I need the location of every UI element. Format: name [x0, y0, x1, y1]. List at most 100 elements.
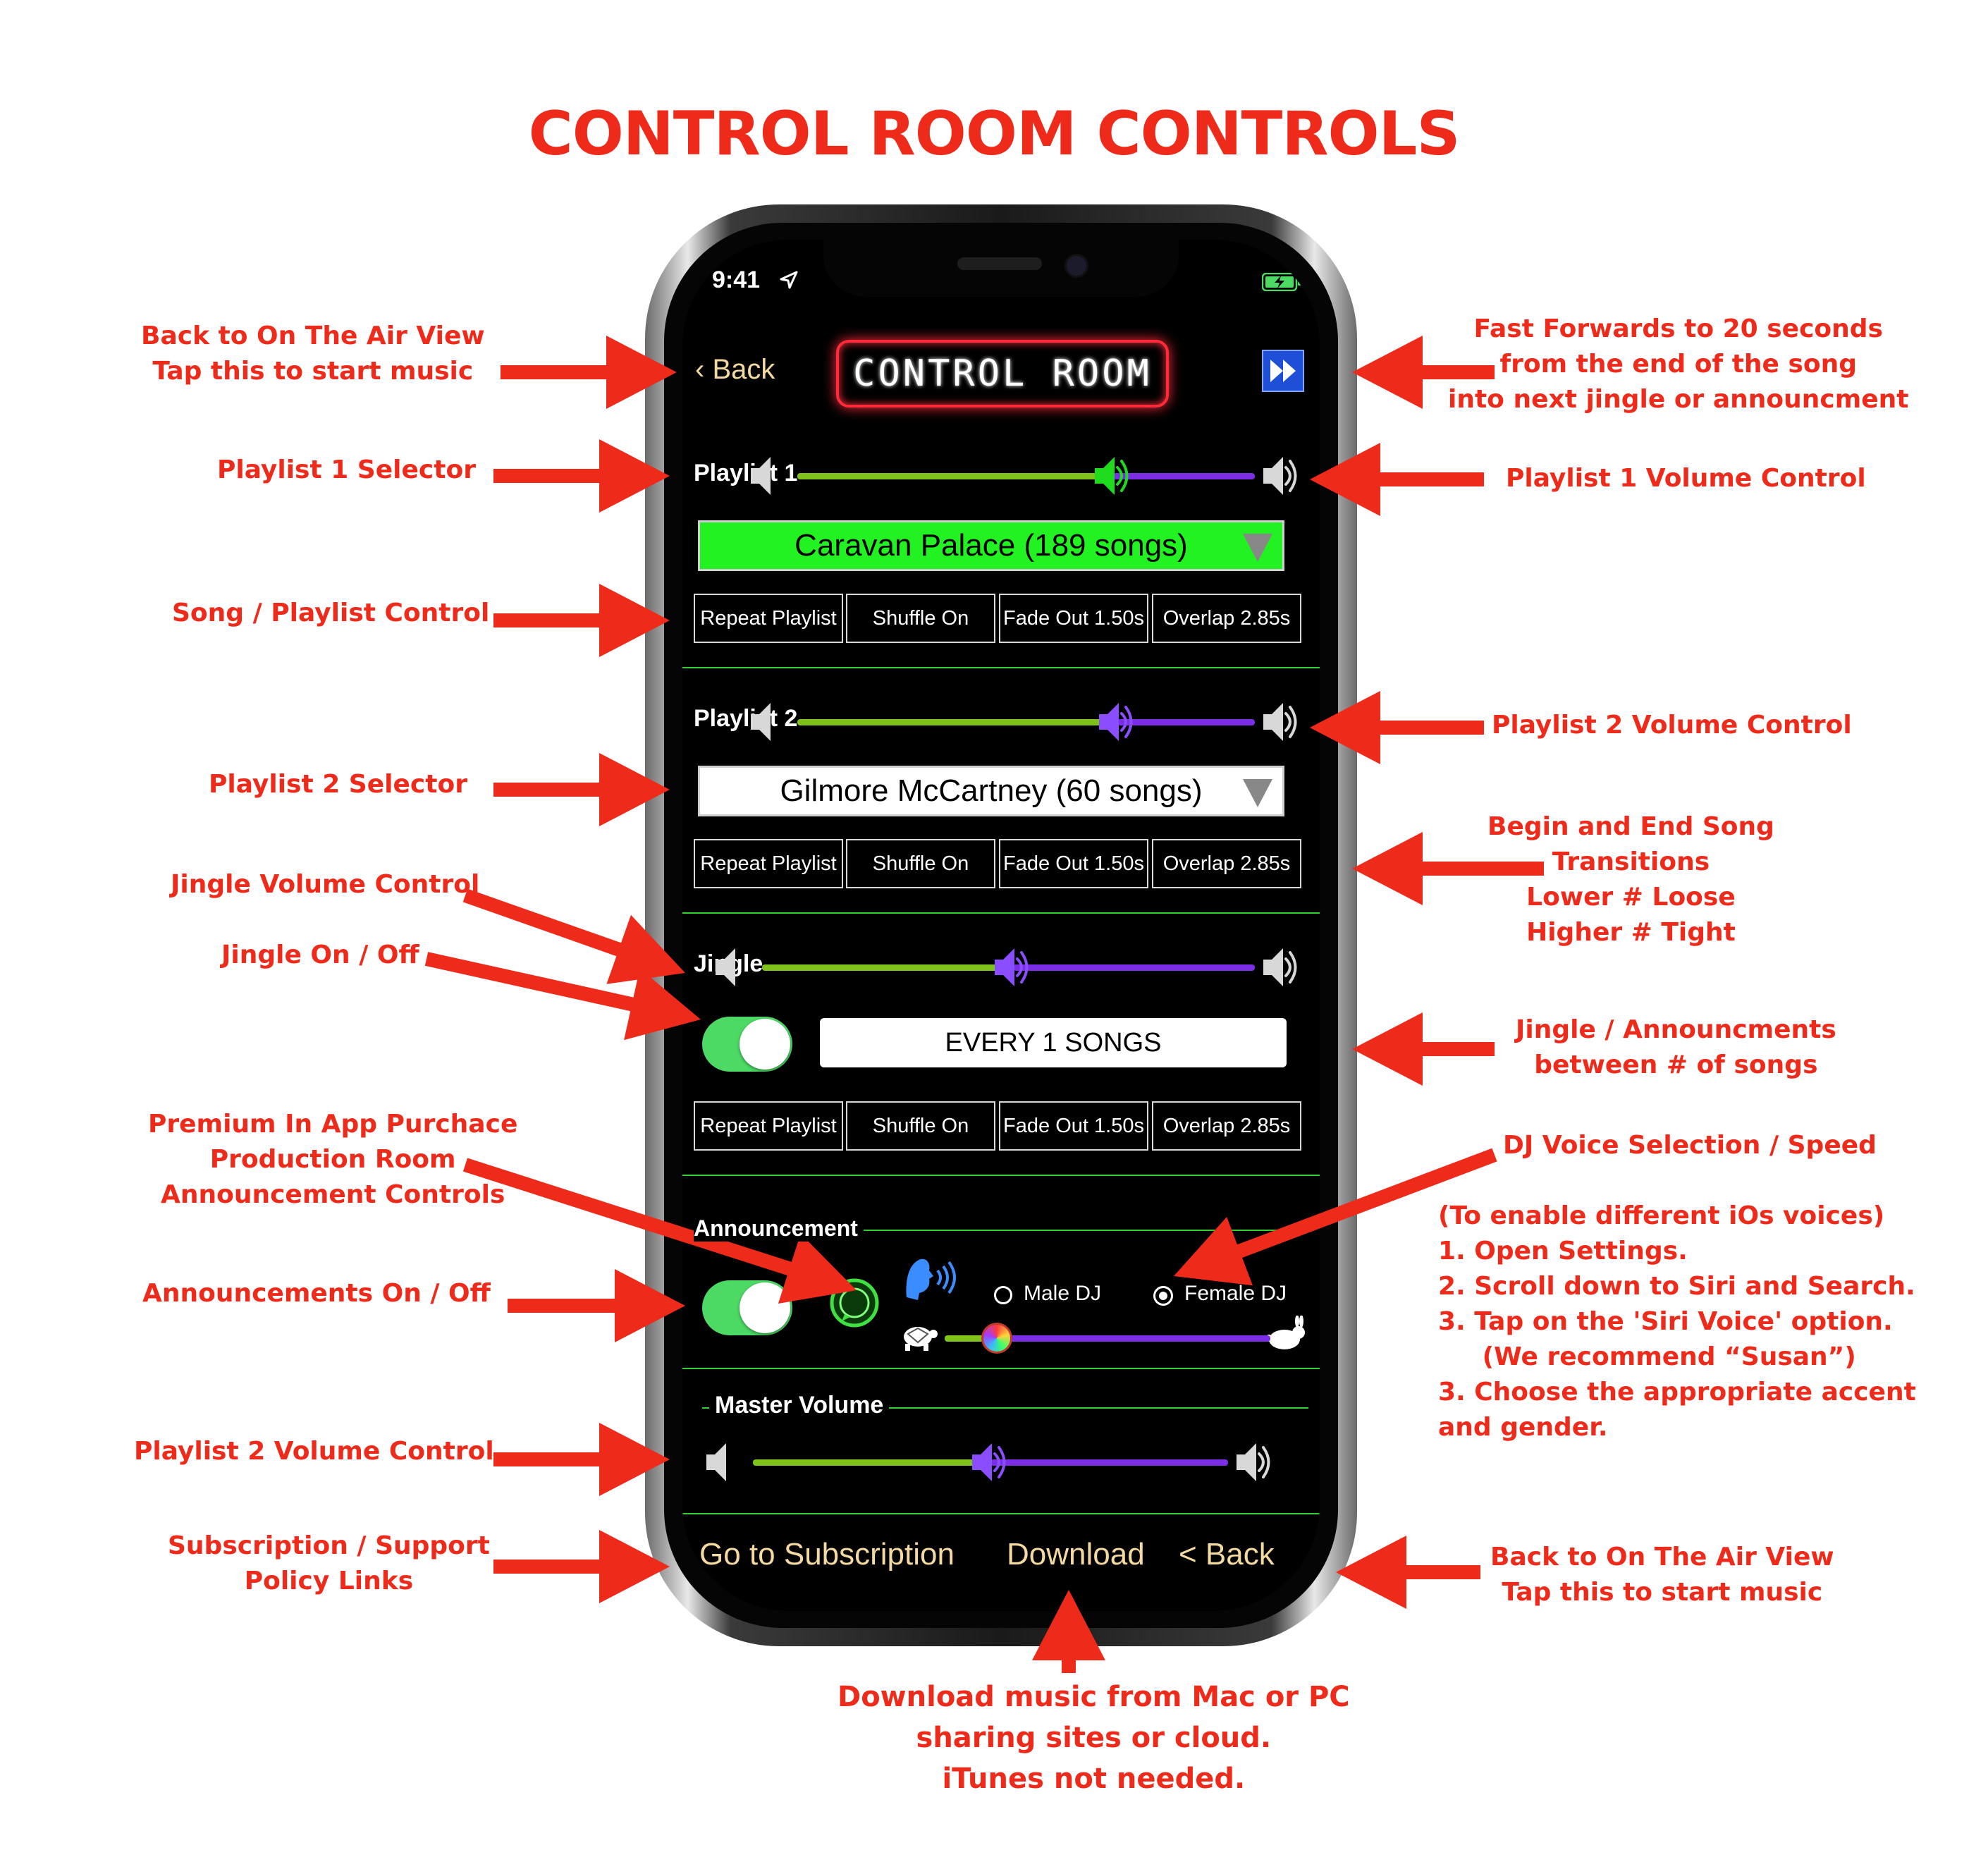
playlist1-selection: Caravan Palace (189 songs) — [794, 528, 1188, 563]
annotation-arrow — [501, 336, 677, 409]
playlist2-repeat-button[interactable]: Repeat Playlist — [694, 839, 843, 888]
female-dj-radio[interactable] — [1153, 1286, 1173, 1306]
section-divider — [682, 1368, 1320, 1369]
section-divider — [682, 1175, 1320, 1176]
jingle-repeat-button[interactable]: Repeat Playlist — [694, 1101, 843, 1151]
annotation-song-playlist-control: Song / Playlist Control — [172, 599, 490, 627]
announcement-toggle[interactable] — [702, 1280, 792, 1335]
back-button[interactable]: ‹ Back — [695, 354, 775, 385]
annotation-playlist1-selector: Playlist 1 Selector — [217, 455, 476, 484]
annotation-jingle-between: Jingle / Announcments between # of songs — [1516, 1015, 1836, 1079]
volume-max-icon — [1263, 703, 1297, 741]
fast-forward-button[interactable] — [1262, 350, 1304, 392]
jingle-overlap-button[interactable]: Overlap 2.85s — [1152, 1101, 1301, 1151]
phone-screen: 9:41 ‹ Back CONTROL ROOM Playlist 1 Cara… — [682, 240, 1320, 1611]
annotation-arrow — [1352, 1012, 1495, 1086]
dropdown-triangle-icon — [1243, 779, 1272, 807]
annotation-arrow — [1310, 443, 1484, 516]
volume-min-icon — [751, 703, 771, 741]
annotation-dj-voice: DJ Voice Selection / Speed — [1503, 1131, 1877, 1160]
fast-forward-icon — [1270, 360, 1296, 382]
annotation-arrow — [462, 888, 685, 984]
volume-min-icon — [706, 1443, 726, 1481]
slider-track-filled — [753, 1459, 990, 1466]
annotation-arrow — [1352, 832, 1544, 905]
section-divider — [682, 1513, 1320, 1514]
slider-track-filled — [797, 473, 1113, 479]
battery-charging-icon — [1262, 273, 1301, 291]
control-room-title-sign: CONTROL ROOM — [836, 340, 1169, 408]
volume-max-icon — [1263, 948, 1297, 986]
playlist1-selector[interactable]: Caravan Palace (189 songs) — [698, 520, 1284, 571]
female-dj-label: Female DJ — [1184, 1282, 1287, 1305]
download-link[interactable]: Download — [1007, 1537, 1145, 1572]
volume-max-icon — [1263, 457, 1297, 495]
annotation-arrow — [508, 1269, 685, 1342]
slider-track-filled — [762, 964, 1014, 971]
announcement-frame-line — [694, 1230, 1308, 1231]
annotation-arrow — [1352, 336, 1495, 409]
location-icon — [780, 271, 798, 289]
dropdown-triangle-icon — [1243, 534, 1272, 562]
subscription-link[interactable]: Go to Subscription — [699, 1537, 955, 1572]
slider-thumb-speaker-icon — [1099, 703, 1133, 741]
section-divider — [682, 912, 1320, 914]
annotation-back-top: Back to On The Air View Tap this to star… — [141, 321, 485, 386]
playlist1-repeat-button[interactable]: Repeat Playlist — [694, 594, 843, 643]
annotation-ios-voices: (To enable different iOs voices) 1. Open… — [1438, 1201, 1916, 1442]
annotation-arrow — [493, 1423, 670, 1496]
playlist2-shuffle-button[interactable]: Shuffle On — [846, 839, 995, 888]
volume-max-icon — [1237, 1443, 1270, 1481]
annotation-jingle-volume: Jingle Volume Control — [171, 870, 480, 899]
annotation-announcements-onoff: Announcements On / Off — [142, 1279, 491, 1308]
annotation-arrow — [493, 1530, 670, 1603]
playlist2-selector[interactable]: Gilmore McCartney (60 songs) — [698, 766, 1284, 816]
male-dj-radio[interactable] — [994, 1286, 1012, 1304]
master-frame-line — [702, 1407, 1308, 1409]
screen-title: CONTROL ROOM — [853, 353, 1152, 395]
playlist1-shuffle-button[interactable]: Shuffle On — [846, 594, 995, 643]
annotation-transitions: Begin and End Song Transitions Lower # L… — [1487, 812, 1774, 947]
back-link[interactable]: < Back — [1179, 1537, 1275, 1572]
speed-slider-thumb[interactable] — [981, 1323, 1012, 1354]
turtle-icon — [904, 1327, 938, 1351]
slider-track-remaining — [1117, 719, 1255, 725]
slider-track-remaining — [1112, 473, 1255, 479]
slider-thumb-speaker-icon — [972, 1443, 1006, 1481]
jingle-fade-out-button[interactable]: Fade Out 1.50s — [999, 1101, 1148, 1151]
back-chevron-icon: ‹ — [695, 354, 713, 385]
playlist2-label: Playlist 2 — [694, 705, 798, 732]
playlist2-fade-out-button[interactable]: Fade Out 1.50s — [999, 839, 1148, 888]
status-time: 9:41 — [712, 267, 761, 293]
annotation-arrow — [1336, 1536, 1480, 1609]
annotation-premium: Premium In App Purchace Production Room … — [148, 1110, 518, 1209]
annotation-arrow — [462, 1158, 857, 1304]
annotation-arrow — [424, 952, 701, 1041]
annotation-arrow — [1032, 1590, 1105, 1673]
page-title: CONTROL ROOM CONTROLS — [528, 99, 1461, 169]
annotation-arrow — [493, 753, 670, 826]
section-divider — [682, 667, 1320, 668]
announcement-label: Announcement — [694, 1215, 864, 1242]
playlist1-fade-out-button[interactable]: Fade Out 1.50s — [999, 594, 1148, 643]
annotation-fast-forward: Fast Forwards to 20 seconds from the end… — [1448, 314, 1909, 414]
slider-track-filled — [797, 719, 1118, 725]
slider-track-remaining — [1013, 964, 1255, 971]
playlist1-overlap-button[interactable]: Overlap 2.85s — [1152, 594, 1301, 643]
annotation-playlist2-volume: Playlist 2 Volume Control — [1492, 711, 1852, 740]
slider-thumb-speaker-icon — [1094, 457, 1129, 495]
male-dj-label: Male DJ — [1024, 1282, 1102, 1305]
annotation-arrow — [493, 439, 670, 513]
speaking-head-icon — [906, 1258, 956, 1300]
master-volume-label: Master Volume — [709, 1392, 890, 1419]
jingle-toggle[interactable] — [702, 1017, 792, 1072]
volume-min-icon — [751, 457, 771, 495]
playlist2-overlap-button[interactable]: Overlap 2.85s — [1152, 839, 1301, 888]
slider-track-filled — [945, 1335, 997, 1342]
annotation-arrow — [1174, 1148, 1497, 1286]
jingle-frequency-field[interactable]: EVERY 1 SONGS — [820, 1018, 1287, 1067]
jingle-shuffle-button[interactable]: Shuffle On — [846, 1101, 995, 1151]
annotation-master-volume: Playlist 2 Volume Control — [134, 1437, 494, 1466]
slider-track-remaining — [996, 1335, 1270, 1342]
